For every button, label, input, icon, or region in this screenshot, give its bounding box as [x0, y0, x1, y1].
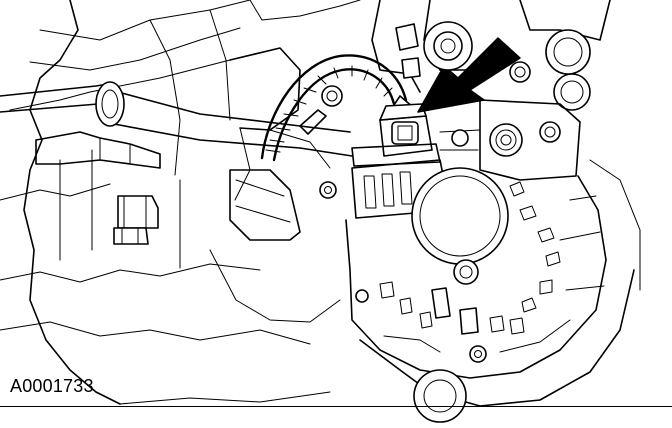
- figure-id-label: A0001733: [10, 376, 94, 396]
- engine-block-outline: [0, 0, 361, 405]
- direction-arrow: [417, 37, 521, 113]
- shaft-assembly: [0, 81, 353, 241]
- alternator-rear-housing: [345, 159, 641, 423]
- electrical-connector: [351, 103, 441, 167]
- alternator-upper-bracket: [371, 0, 611, 181]
- bottom-divider: [0, 406, 672, 407]
- wire-clip-bolt: [299, 85, 343, 199]
- bolt-left: [113, 195, 159, 245]
